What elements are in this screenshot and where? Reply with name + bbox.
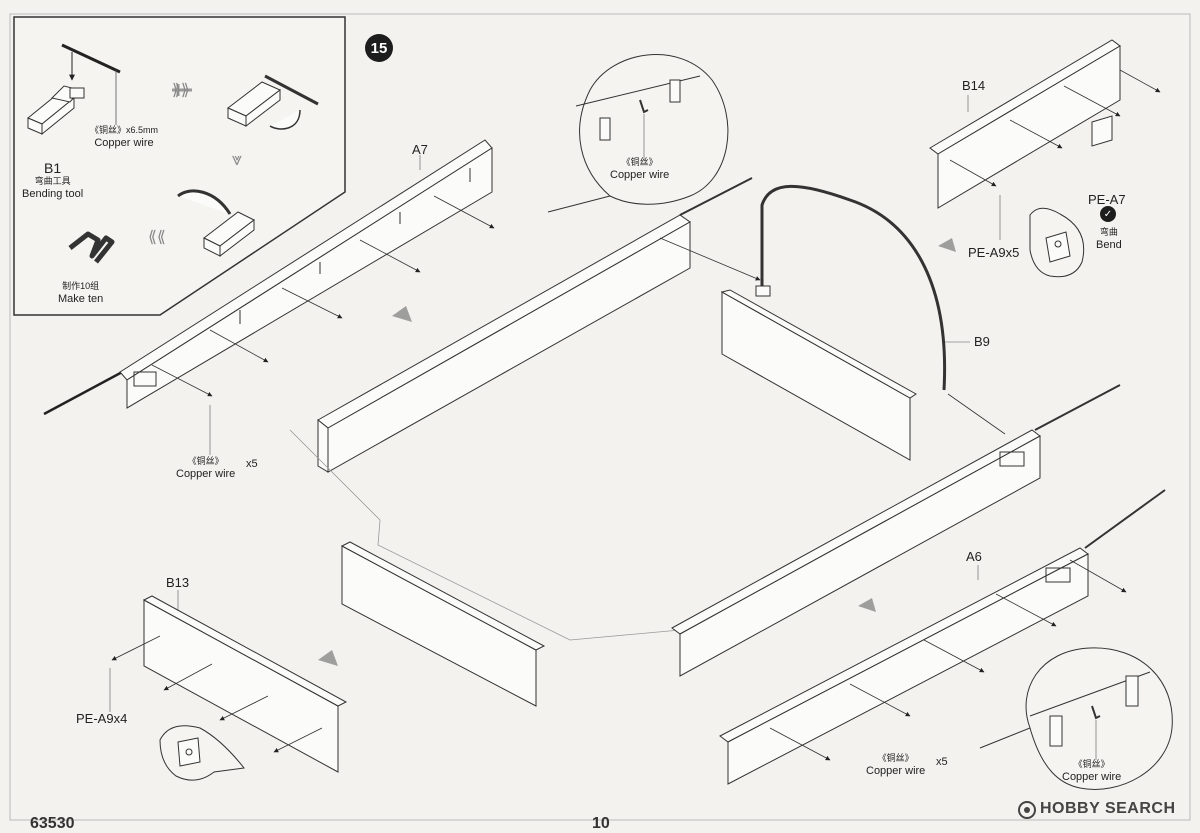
panel-b13-drawing (142, 595, 348, 773)
part-label-a7: A7 (412, 142, 428, 157)
bending-step-3-drawing (177, 189, 255, 258)
copper-wire-note-top-callout: 《铜丝》 Copper wire (610, 156, 669, 182)
copper-wire-note-bottom-right-en: Copper wire (1062, 771, 1122, 783)
copper-wire-note-bottom-right-callout: 《铜丝》 Copper wire (1062, 758, 1121, 784)
copper-wire-note-left-en: Copper wire (176, 468, 236, 480)
bending-tool-drawing (27, 85, 85, 136)
inset-bending-tool-en: Bending tool (22, 188, 84, 200)
part-label-pe-a9x4: PE-A9x4 (76, 711, 128, 726)
inset-copper-wire-cn: 《铜丝》x6.5mm (90, 125, 159, 135)
part-label-b14: B14 (962, 78, 986, 93)
copper-wire-note-bottom-right-cn: 《铜丝》 (1073, 759, 1110, 769)
bracket-b14-drawing (929, 39, 1121, 209)
rail-a6-drawing (719, 547, 1089, 785)
pe-a9-callout (159, 725, 245, 781)
inset-bending-tool-label: B1 弯曲工具 Bending tool (22, 160, 84, 201)
finished-handle-drawing (68, 231, 115, 264)
product-code: 63530 (30, 815, 75, 832)
checkmark-icon: ✓ (1100, 206, 1116, 222)
svg-text:⟫⟫: ⟫⟫ (172, 82, 190, 99)
bend-note-en: Bend (1096, 239, 1122, 251)
lower-wall-drawing (340, 541, 546, 707)
bend-note: 弯曲 Bend (1096, 226, 1122, 252)
copper-wire-note-left-qty: x5 (246, 458, 258, 470)
hobbysearch-logo-icon (1018, 801, 1036, 819)
rail-a7-drawing (119, 139, 493, 409)
side-rail-drawing (671, 429, 1041, 677)
front-bulkhead-drawing (720, 289, 917, 461)
inset-copper-wire-label: 《铜丝》x6.5mm Copper wire (90, 124, 158, 150)
inset-bending-tool-part: B1 (44, 160, 62, 176)
copper-wire-callout-top (547, 54, 729, 213)
copper-wire-note-bottom: 《铜丝》 Copper wire (866, 752, 925, 778)
bar-b9-drawing (760, 184, 947, 391)
rear-wall-drawing (317, 177, 753, 473)
floor-outline (289, 429, 681, 641)
copper-wire-note-top-cn: 《铜丝》 (621, 157, 658, 167)
copper-wire-note-bottom-en: Copper wire (866, 765, 926, 777)
svg-text:⩔: ⩔ (232, 149, 242, 169)
step-number-badge: 15 (365, 34, 393, 62)
inset-copper-wire-en: Copper wire (94, 137, 154, 149)
svg-text:⟪⟪: ⟪⟪ (148, 229, 166, 246)
copper-wire-note-left: 《铜丝》 Copper wire (176, 455, 235, 481)
watermark: HOBBY SEARCH (1040, 800, 1176, 817)
part-label-a6: A6 (966, 549, 982, 564)
inset-make-ten-cn: 制作10组 (62, 281, 100, 291)
inset-bending-tool-cn: 弯曲工具 (34, 176, 71, 186)
page-number: 10 (592, 815, 610, 832)
copper-wire-note-bottom-qty: x5 (936, 756, 948, 768)
part-label-pe-a9x5: PE-A9x5 (968, 245, 1020, 260)
inset-make-ten-label: 制作10组 Make ten (58, 280, 103, 306)
inset-make-ten-en: Make ten (58, 293, 104, 305)
part-label-pe-a7: PE-A7 (1088, 192, 1126, 207)
copper-wire-note-left-cn: 《铜丝》 (187, 456, 224, 466)
bend-note-cn: 弯曲 (1099, 227, 1118, 237)
part-label-b9: B9 (974, 334, 990, 349)
copper-wire-note-top-en: Copper wire (610, 169, 670, 181)
copper-wire-callout-bottom (979, 647, 1173, 790)
bending-step-2-drawing (227, 74, 319, 130)
part-label-b13: B13 (166, 575, 190, 590)
copper-wire-note-bottom-cn: 《铜丝》 (877, 753, 914, 763)
